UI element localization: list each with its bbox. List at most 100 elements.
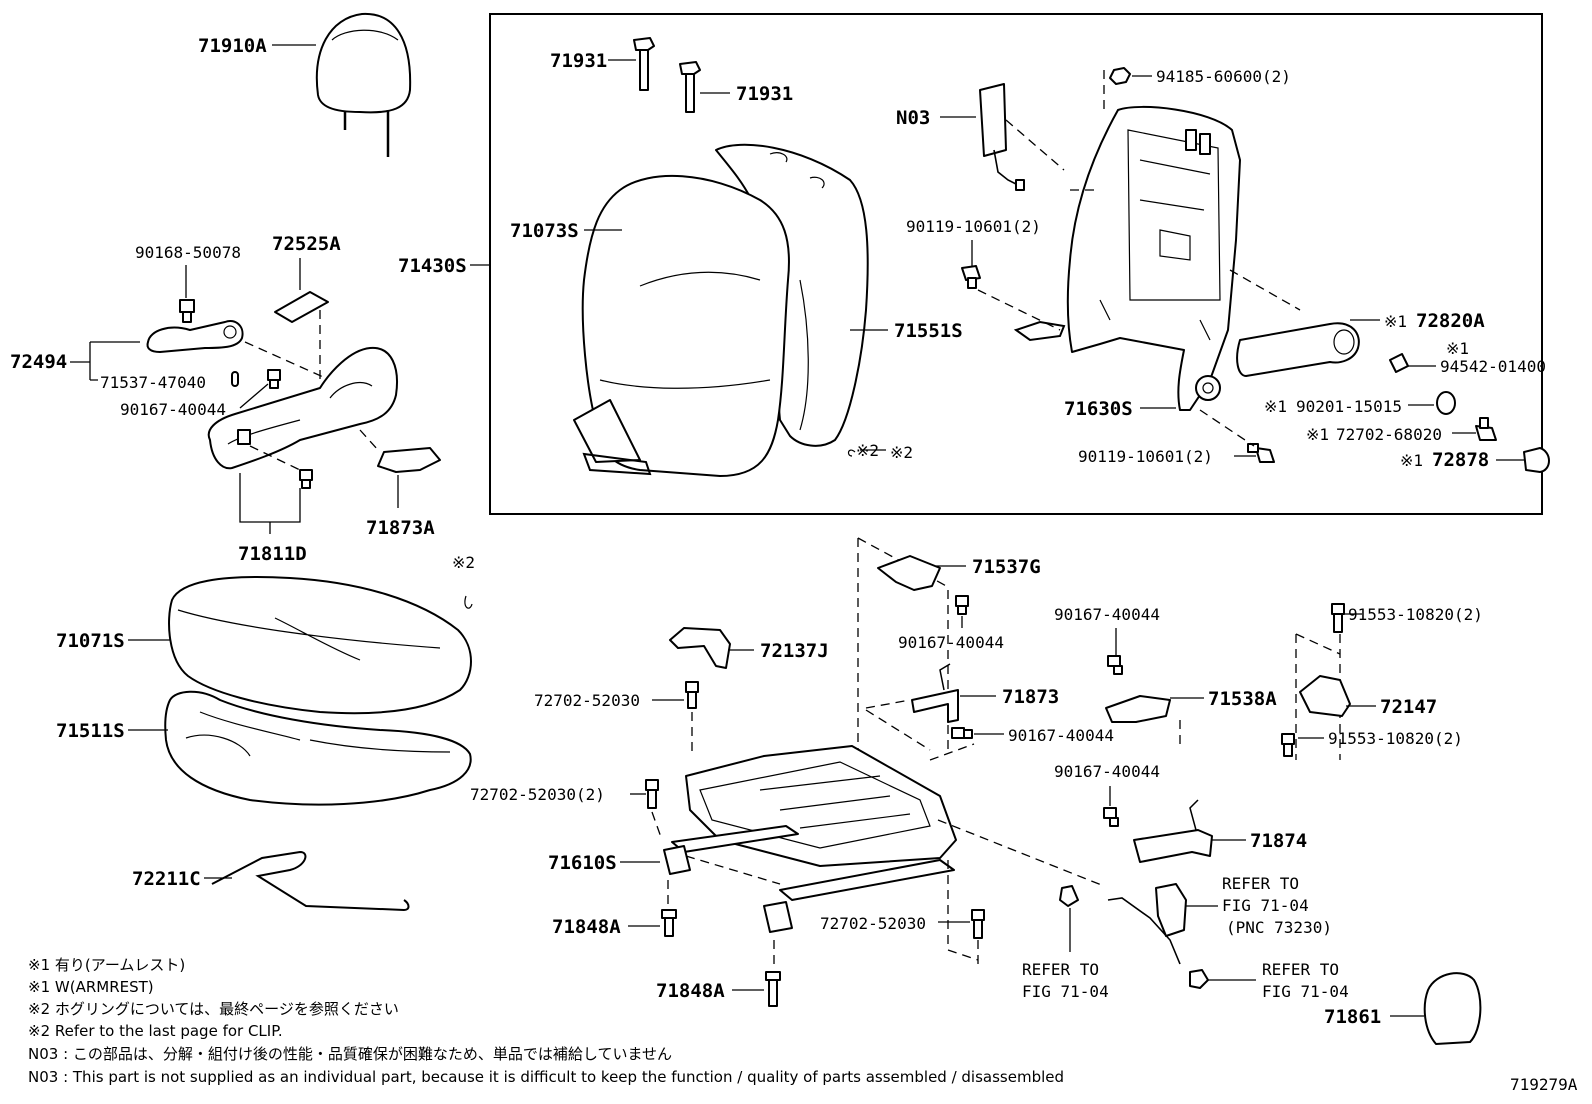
bolt-72702-52030-b xyxy=(645,779,659,809)
belt-anchor-small xyxy=(1059,885,1079,907)
label-90167-40044-a: 90167-40044 xyxy=(120,400,226,419)
label-72211C: 72211C xyxy=(132,868,201,890)
cover-72137J xyxy=(669,627,731,669)
label-72878: 72878 xyxy=(1432,449,1489,471)
lever-72494 xyxy=(146,320,244,353)
seat-track-71610S xyxy=(663,745,957,933)
label-72702-52030-a: 72702-52030 xyxy=(534,691,640,710)
bolt-71848A-a xyxy=(661,909,677,937)
label-71874: 71874 xyxy=(1250,830,1307,852)
note-2: ※1 W(ARMREST) xyxy=(28,978,154,996)
refer2-line1: REFER TO xyxy=(1022,960,1099,979)
clip-71811D xyxy=(299,469,313,489)
bracket-71538A xyxy=(1105,695,1171,723)
label-72702-52030-b: 72702-52030(2) xyxy=(470,785,605,804)
bolt-90119-b xyxy=(1247,443,1275,463)
seat-belt-buckle xyxy=(1107,883,1187,965)
note-4: ※2 Refer to the last page for CLIP. xyxy=(28,1022,283,1040)
bolt-91553-a xyxy=(1331,603,1345,633)
bracket-71873 xyxy=(911,689,959,723)
washer-94542 xyxy=(1389,353,1409,373)
cover-71861 xyxy=(1423,972,1482,1045)
note-1: ※1 有り(アームレスト) xyxy=(28,956,185,974)
label-94185-60600: 94185-60600(2) xyxy=(1156,67,1291,86)
washer-90201 xyxy=(1436,391,1456,415)
label-71910A: 71910A xyxy=(198,35,267,57)
label-90167-40044-d: 90167-40044 xyxy=(1054,605,1160,624)
label-90167-40044-c: 90167-40044 xyxy=(1008,726,1114,745)
label-71848A-b: 71848A xyxy=(656,980,725,1002)
support-71931-b xyxy=(679,61,701,113)
label-71551S: 71551S xyxy=(894,320,963,342)
side-cover-71811D xyxy=(207,346,398,470)
label-91553-10820-a: 91553-10820(2) xyxy=(1348,605,1483,624)
refer1-line2: FIG 71-04 xyxy=(1222,896,1309,915)
screw-90167-c xyxy=(951,727,973,739)
headrest-illustration xyxy=(315,12,412,157)
support-71931-a xyxy=(633,37,655,91)
label-71610S: 71610S xyxy=(548,852,617,874)
mark-94542: ※1 xyxy=(1446,339,1469,358)
label-72494: 72494 xyxy=(10,351,67,373)
refer3-line1: REFER TO xyxy=(1262,960,1339,979)
label-71073S: 71073S xyxy=(510,220,579,242)
label-71071S: 71071S xyxy=(56,630,125,652)
screw-90167-a xyxy=(267,369,281,389)
screw-90167-b xyxy=(955,595,969,615)
label-90167-40044-b: 90167-40044 xyxy=(898,633,1004,652)
bracket-71873A xyxy=(377,447,441,473)
back-cover-71073S xyxy=(573,174,790,477)
bolt-71848A-b xyxy=(765,971,781,1007)
clip-mark-cushion: ※2 xyxy=(452,553,475,572)
mark-72820A: ※1 xyxy=(1384,312,1407,331)
label-72702-52030-c: 72702-52030 xyxy=(820,914,926,933)
screw-90168 xyxy=(179,299,195,323)
label-71430S: 71430S xyxy=(398,255,467,277)
screw-90167-e xyxy=(1103,807,1119,827)
label-71537-47040: 71537-47040 xyxy=(100,373,206,392)
note-6: N03 : This part is not supplied as an in… xyxy=(28,1068,1064,1086)
bolt-90119-a xyxy=(961,265,981,289)
label-91553-10820-b: 91553-10820(2) xyxy=(1328,729,1463,748)
label-72147: 72147 xyxy=(1380,696,1437,718)
refer3-line2: FIG 71-04 xyxy=(1262,982,1349,1001)
label-72702-68020: 72702-68020 xyxy=(1336,425,1442,444)
bolt-72702-68020 xyxy=(1475,417,1497,441)
label-71537G: 71537G xyxy=(972,556,1041,578)
refer1-line1: REFER TO xyxy=(1222,874,1299,893)
label-71861: 71861 xyxy=(1324,1006,1381,1028)
bolt-72702-52030-a xyxy=(685,681,699,709)
label-71931-a: 71931 xyxy=(550,50,607,72)
figure-id: 719279A xyxy=(1510,1075,1578,1094)
cover-71537G xyxy=(877,555,941,591)
label-90168-50078: 90168-50078 xyxy=(135,243,241,262)
module-N03 xyxy=(979,83,1025,191)
label-71811D: 71811D xyxy=(238,543,307,565)
label-90167-40044-e: 90167-40044 xyxy=(1054,762,1160,781)
label-71848A-a: 71848A xyxy=(552,916,621,938)
bolt-72702-52030-c xyxy=(971,909,985,939)
label-71630S: 71630S xyxy=(1064,398,1133,420)
label-90119-10601-a: 90119-10601(2) xyxy=(906,217,1041,236)
label-72525A: 72525A xyxy=(272,233,341,255)
clip-mark-back-label: ※2 xyxy=(890,443,913,462)
frame-71630S xyxy=(1013,105,1241,411)
label-71538A: 71538A xyxy=(1208,688,1277,710)
clip-71537-47040 xyxy=(231,371,239,387)
wire-72211C xyxy=(211,850,410,912)
screw-90167-d xyxy=(1107,655,1123,675)
knob-72525A xyxy=(274,291,329,323)
note-5: N03 : この部品は、分解・組付け後の性能・品質確保が困難なため、単品では補給… xyxy=(28,1045,672,1063)
label-94542-01400: 94542-01400 xyxy=(1440,357,1546,376)
label-71873A: 71873A xyxy=(366,517,435,539)
mark-90201: ※1 xyxy=(1264,397,1287,416)
label-71873: 71873 xyxy=(1002,686,1059,708)
label-71511S: 71511S xyxy=(56,720,125,742)
label-72820A: 72820A xyxy=(1416,310,1485,332)
note-3: ※2 ホグリングについては、最終ページを参照ください xyxy=(28,1000,399,1018)
label-N03: N03 xyxy=(896,107,930,129)
cushion-cover-71511S xyxy=(164,690,472,806)
mark-72702-68020: ※1 xyxy=(1306,425,1329,444)
